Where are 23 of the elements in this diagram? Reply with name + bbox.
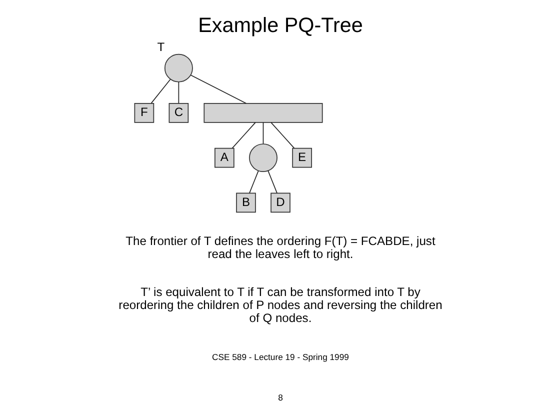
label: CSE 589 - Lecture 19 - Spring 1999 <box>212 352 348 362</box>
node-box: B <box>236 192 256 213</box>
connector <box>231 122 256 149</box>
node-circle <box>164 54 192 82</box>
node-box: A <box>214 148 234 168</box>
node-box: C <box>168 103 188 123</box>
connector <box>190 74 246 104</box>
node-circle <box>248 144 277 172</box>
diagram-title: Example PQ-Tree <box>198 14 362 38</box>
node-bar <box>203 103 322 123</box>
connector <box>178 81 179 104</box>
connector <box>267 170 277 194</box>
label: T’ is equivalent to T if T can be transformed into T by reordering the children of P nodes and reversing the children of Q nodes. <box>118 285 442 325</box>
connector <box>270 122 294 149</box>
connector <box>150 78 170 104</box>
node-label: T <box>156 40 164 54</box>
node-box: F <box>134 103 154 123</box>
node-box: E <box>292 148 312 168</box>
connector <box>248 170 258 194</box>
label: 8 <box>278 392 282 403</box>
label: The frontier of T defines the ordering F(T) = FCABDE, just read the leaves left to right. <box>125 234 435 262</box>
connector <box>262 122 264 144</box>
node-box: D <box>270 192 290 213</box>
